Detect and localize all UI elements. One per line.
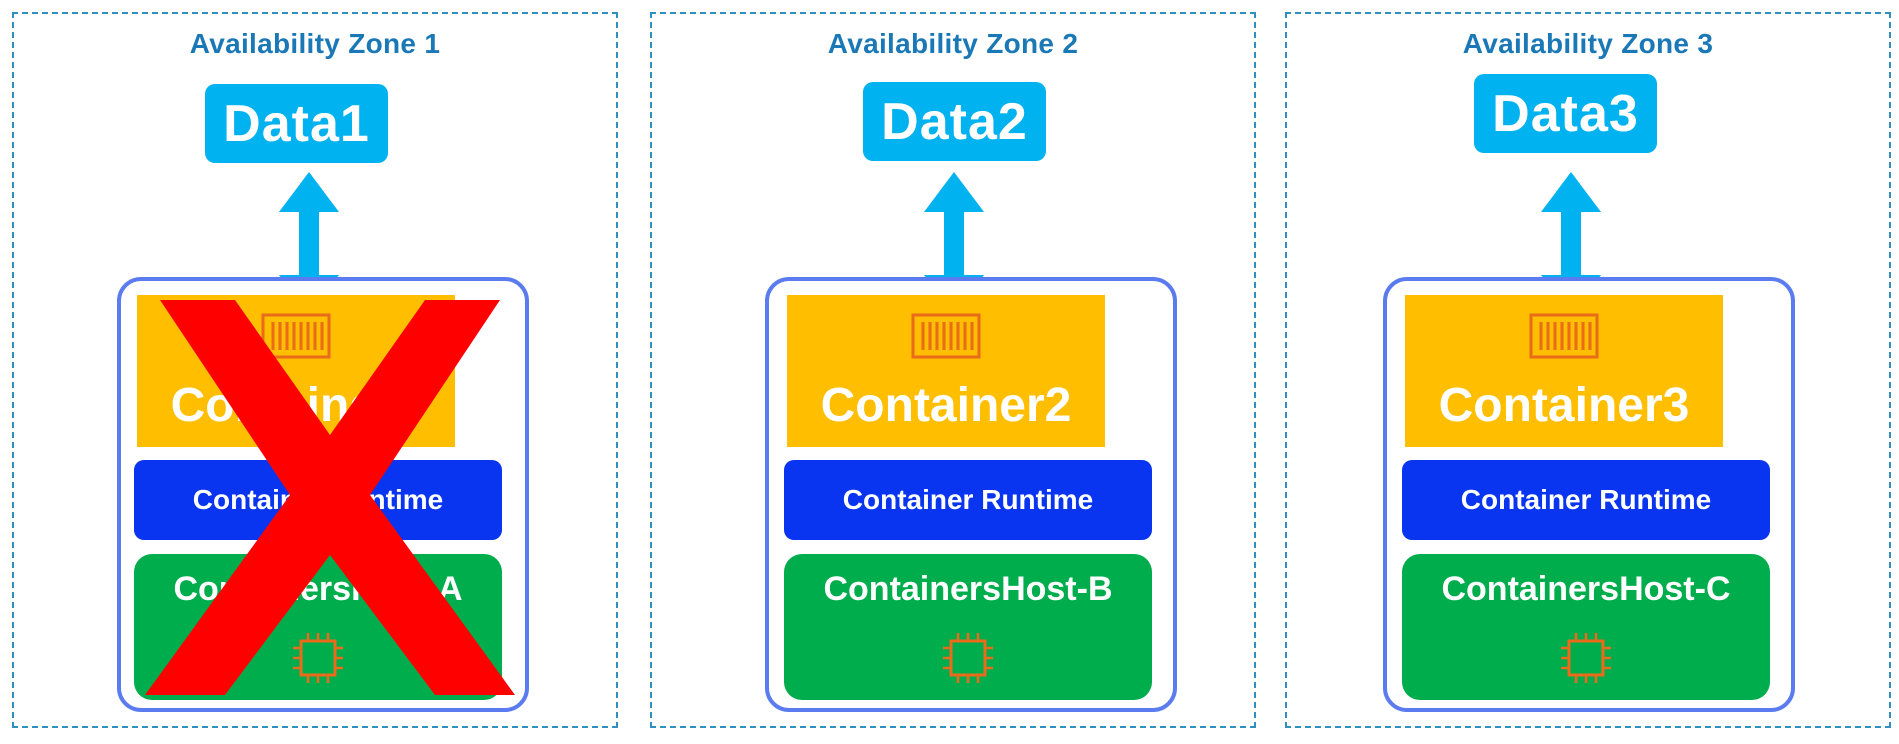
availability-zone-3: Availability Zone 3 Data3 Container3 xyxy=(1285,12,1891,728)
data-store-box: Data3 xyxy=(1474,74,1657,153)
availability-zone-2: Availability Zone 2 Data2 Container2 xyxy=(650,12,1256,728)
container-runtime-box: Container Runtime xyxy=(1402,460,1770,540)
container-icon xyxy=(261,313,331,359)
chip-icon xyxy=(1561,633,1611,683)
container-icon xyxy=(911,313,981,359)
container-label: Container1 xyxy=(170,379,422,432)
container-icon xyxy=(1529,313,1599,359)
containers-host-box: ContainersHost-C xyxy=(1402,554,1770,700)
container-runtime-box: Container Runtime xyxy=(134,460,502,540)
containers-host-box: ContainersHost-A xyxy=(134,554,502,700)
container-box: Container1 xyxy=(137,295,455,447)
availability-zone-1: Availability Zone 1 Data1 Container1 xyxy=(12,12,618,728)
zone-title: Availability Zone 3 xyxy=(1462,28,1714,59)
host-frame: Container2 Container Runtime ContainersH… xyxy=(765,277,1177,712)
host-frame: Container1 Container Runtime ContainersH… xyxy=(117,277,529,712)
host-label: ContainersHost-B xyxy=(823,570,1113,608)
chip-icon xyxy=(293,633,343,683)
data-store-box: Data1 xyxy=(205,84,388,163)
chip-icon xyxy=(943,633,993,683)
zone-title: Availability Zone 1 xyxy=(189,28,441,59)
container-label: Container2 xyxy=(820,379,1072,432)
container-runtime-box: Container Runtime xyxy=(784,460,1152,540)
host-label: ContainersHost-A xyxy=(173,570,463,608)
host-frame: Container3 Container Runtime ContainersH… xyxy=(1383,277,1795,712)
data-store-box: Data2 xyxy=(863,82,1046,161)
container-label: Container3 xyxy=(1438,379,1690,432)
container-box: Container2 xyxy=(787,295,1105,447)
zone-title: Availability Zone 2 xyxy=(827,28,1079,59)
host-label: ContainersHost-C xyxy=(1441,570,1731,608)
containers-host-box: ContainersHost-B xyxy=(784,554,1152,700)
container-box: Container3 xyxy=(1405,295,1723,447)
